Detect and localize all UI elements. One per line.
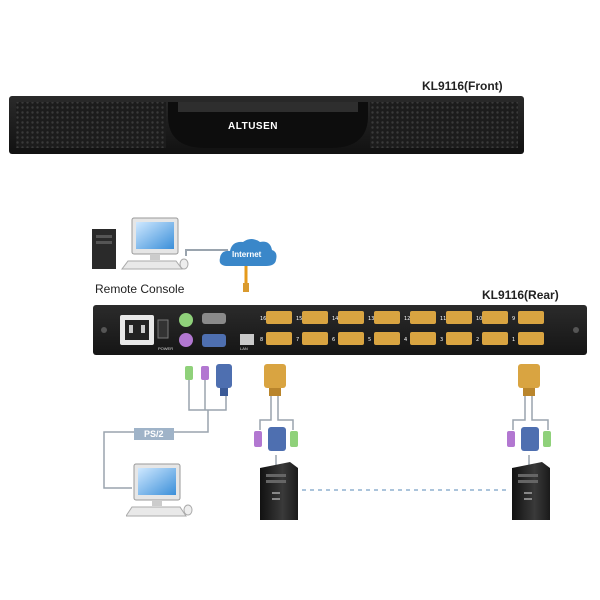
- kvm-port-label: 1: [512, 337, 515, 343]
- rear-unit-title: KL9116(Rear): [482, 288, 559, 302]
- ps2-label: PS/2: [134, 428, 174, 440]
- kvm-port-5: [374, 332, 400, 345]
- kvm-port-11: [446, 311, 472, 324]
- kvm-port-label: 4: [404, 337, 407, 343]
- computer-tower-1: [260, 462, 298, 520]
- internet-label: Internet: [232, 250, 262, 259]
- front-unit-title: KL9116(Front): [422, 79, 503, 93]
- pc-connectors-2: [507, 427, 551, 451]
- kvm-port-label: 6: [332, 337, 335, 343]
- console-connectors: [185, 364, 232, 396]
- kvm-port-9: [518, 311, 544, 324]
- pc-connectors-1: [254, 427, 298, 451]
- power-label: POWER: [158, 346, 174, 351]
- kvm-port-2: [482, 332, 508, 345]
- kvm-port-1: [518, 332, 544, 345]
- kvm-port-label: 8: [260, 337, 263, 343]
- kvm-port-label: 3: [440, 337, 443, 343]
- brand-logo: ALTUSEN: [228, 121, 278, 132]
- kvm-port-15: [302, 311, 328, 324]
- remote-console-pc: [92, 217, 189, 270]
- kvm-port-6: [338, 332, 364, 345]
- kvm-port-label: 13: [368, 316, 374, 322]
- kvm-port-12: [410, 311, 436, 324]
- kvm-port-10: [482, 311, 508, 324]
- kvm-port-16: [266, 311, 292, 324]
- kvm-port-label: 12: [404, 316, 410, 322]
- lan-label: LAN: [240, 346, 248, 351]
- kvm-port-14: [338, 311, 364, 324]
- kvm-port-label: 9: [512, 316, 515, 322]
- kvm-port-label: 15: [296, 316, 302, 322]
- kvm-port-label: 14: [332, 316, 338, 322]
- kvm-port-label: 5: [368, 337, 371, 343]
- kvm-port-label: 16: [260, 316, 266, 322]
- kvm-cable-head-1: [264, 364, 286, 396]
- computer-tower-2: [512, 462, 550, 520]
- kvm-port-label: 7: [296, 337, 299, 343]
- kvm-port-label: 11: [440, 316, 446, 322]
- kvm-port-label: 2: [476, 337, 479, 343]
- kvm-port-13: [374, 311, 400, 324]
- kvm-port-8: [266, 332, 292, 345]
- kvm-port-4: [410, 332, 436, 345]
- kvm-cable-head-2: [518, 364, 540, 396]
- kvm-port-3: [446, 332, 472, 345]
- remote-console-label: Remote Console: [95, 282, 185, 296]
- internet-cloud-icon: [219, 239, 277, 266]
- kvm-port-label: 10: [476, 316, 482, 322]
- local-console-pc: [126, 463, 193, 517]
- kvm-port-7: [302, 332, 328, 345]
